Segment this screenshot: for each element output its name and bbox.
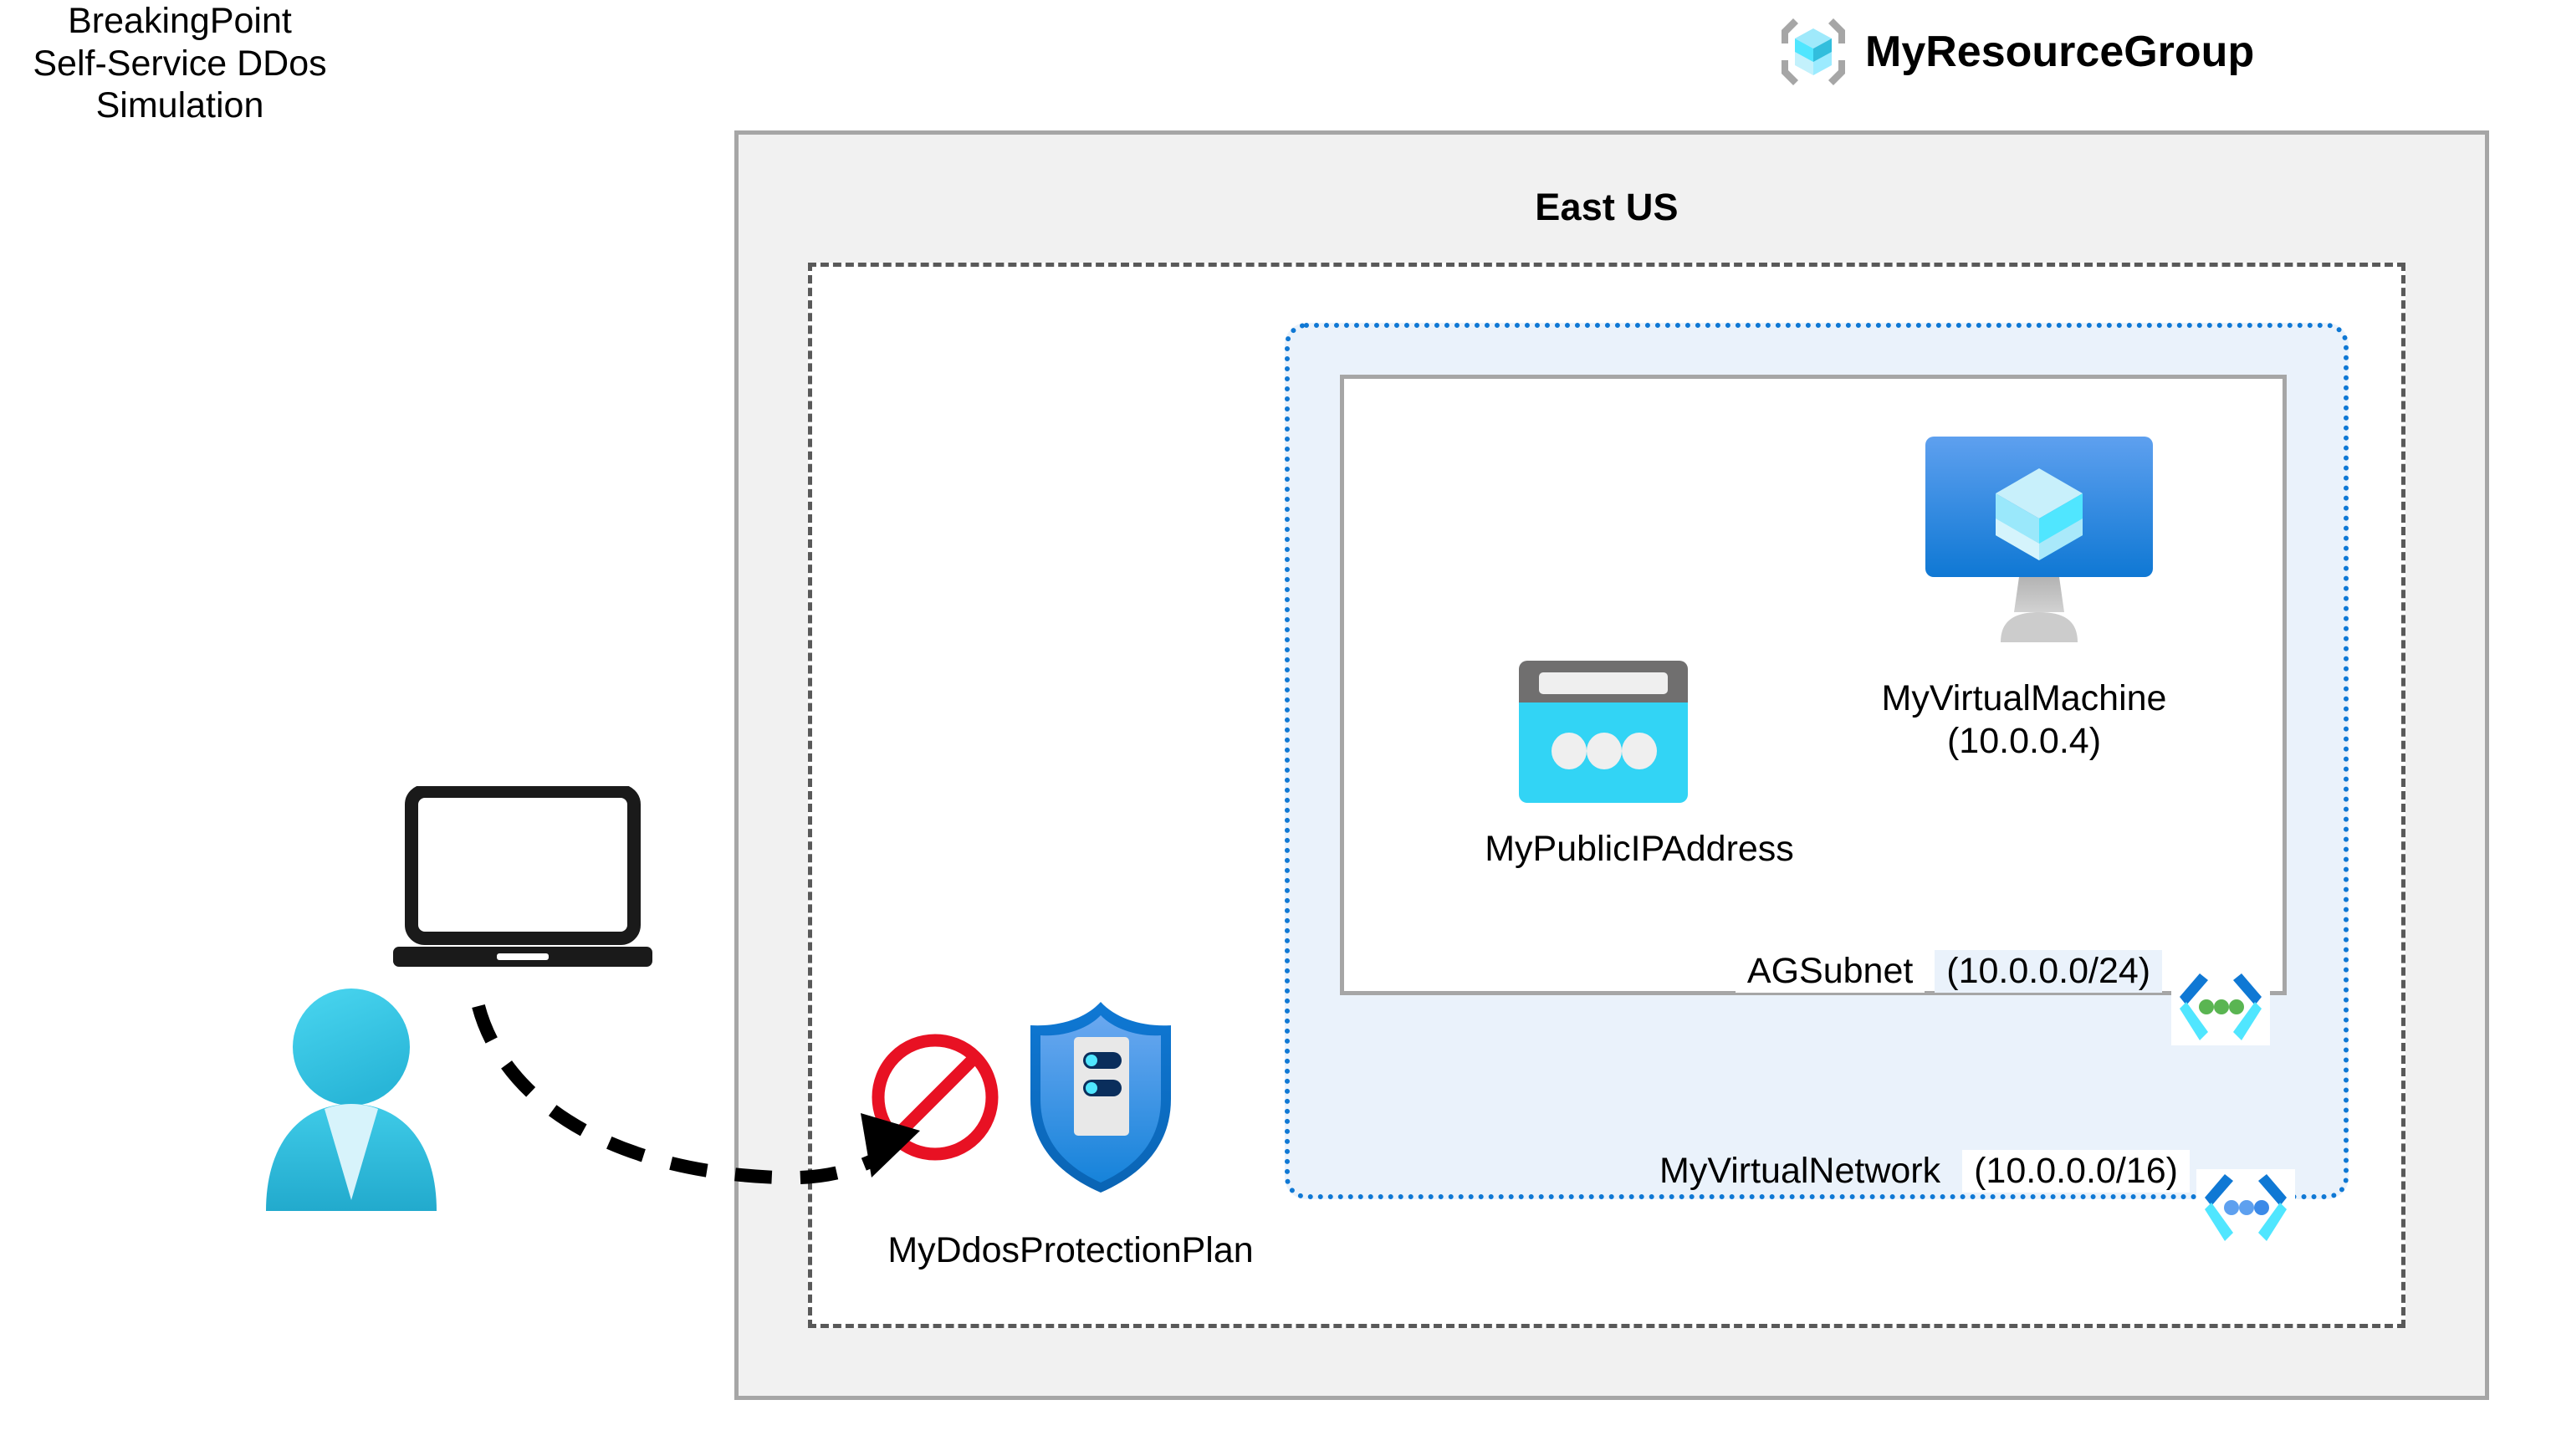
virtual-network-name: MyVirtualNetwork — [1648, 1150, 1953, 1193]
virtual-network-icon — [2196, 1169, 2295, 1246]
virtual-machine-name: MyVirtualMachine — [1881, 678, 2167, 718]
client-label-line-2: Self-Service DDos — [33, 43, 327, 84]
user-person-icon — [266, 989, 437, 1211]
public-ip-address-label: MyPublicIPAddress — [1485, 829, 1794, 869]
resource-group-header: MyResourceGroup — [1780, 15, 2254, 89]
resource-group-cube-icon — [1782, 18, 1845, 85]
virtual-machine-ip: (10.0.0.4) — [1946, 720, 2102, 761]
ddos-protection-shield-icon — [1030, 1002, 1171, 1193]
virtual-network-cidr: (10.0.0.0/16) — [1962, 1150, 2190, 1193]
virtual-machine-icon — [1925, 437, 2153, 642]
resource-group-label: MyResourceGroup — [1865, 28, 2255, 76]
subnet-label: AGSubnet (10.0.0.0/24) — [1698, 950, 2200, 993]
public-ip-address-icon — [1519, 661, 1688, 803]
client-label-line-1: BreakingPoint — [68, 1, 292, 41]
virtual-machine-label: MyVirtualMachine (10.0.0.4) — [1773, 677, 2275, 762]
client-label-line-3: Simulation — [95, 85, 264, 126]
region-title: East US — [1535, 186, 1679, 228]
client-label: BreakingPoint Self-Service DDos Simulati… — [0, 0, 360, 127]
subnet-cidr: (10.0.0.0/24) — [1935, 950, 2163, 993]
ddos-protection-plan-label: MyDdosProtectionPlan — [887, 1230, 1254, 1270]
subnet-name: AGSubnet — [1735, 950, 1925, 993]
subnet-icon — [2171, 968, 2270, 1045]
virtual-network-label: MyVirtualNetwork (10.0.0.0/16) — [1648, 1150, 2190, 1193]
laptop-icon — [393, 786, 652, 967]
no-entry-icon — [872, 1034, 999, 1161]
